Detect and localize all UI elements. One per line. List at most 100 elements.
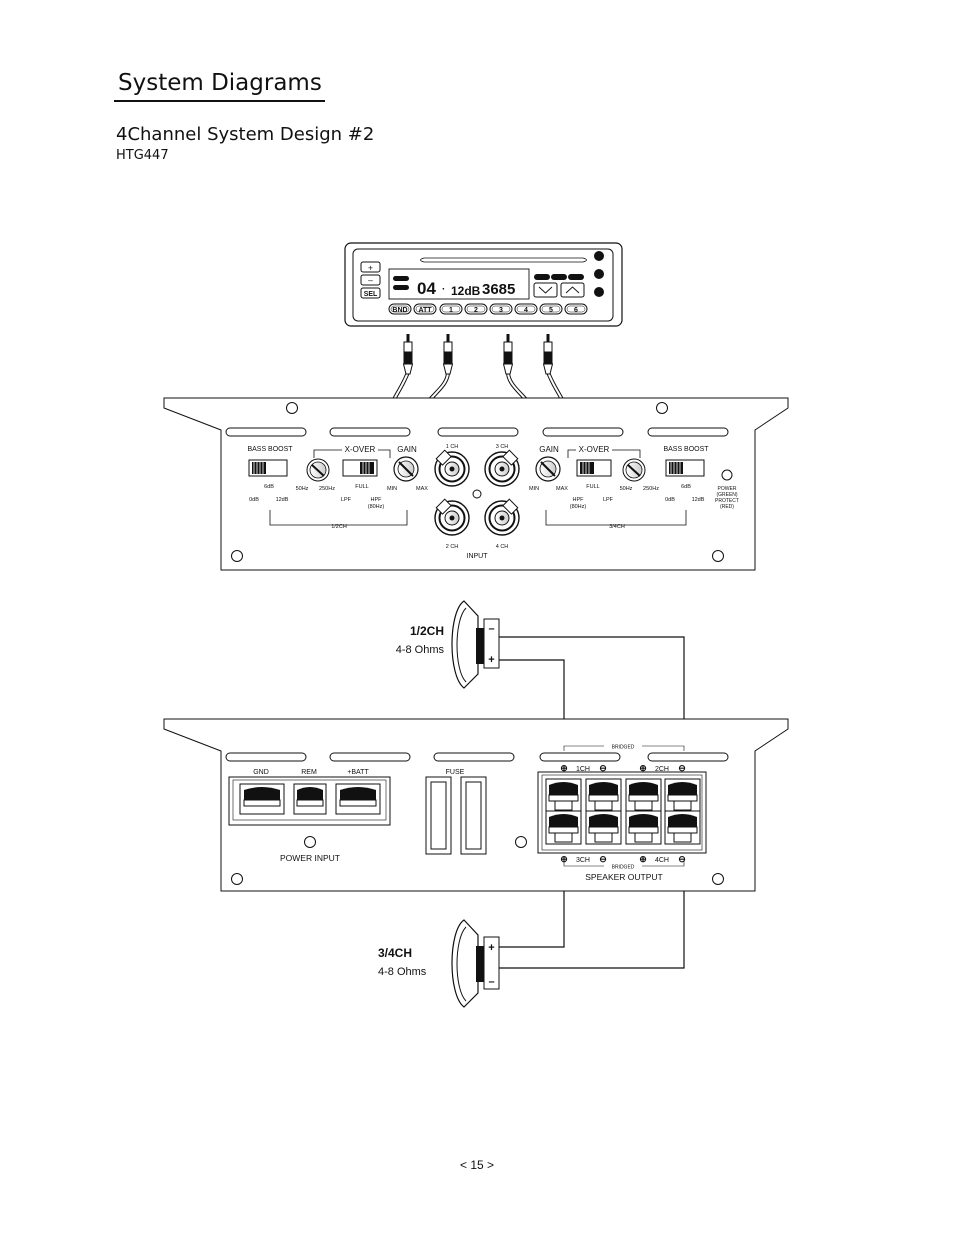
svg-text:⊕: ⊕ [560, 763, 568, 773]
svg-text:3: 3 [499, 307, 503, 314]
preset-button-att[interactable]: ATT [413, 303, 437, 315]
gain-label: GAIN [397, 445, 417, 454]
svg-text:2 CH: 2 CH [446, 544, 459, 550]
speaker-terminal[interactable] [664, 778, 701, 813]
svg-text:⊕: ⊕ [560, 854, 568, 864]
knob-dot [594, 287, 604, 297]
svg-text:6dB: 6dB [264, 484, 274, 490]
model-number: HTG447 [116, 148, 169, 163]
svg-text:6dB: 6dB [681, 484, 691, 490]
input-jack-ch3[interactable] [484, 449, 520, 487]
svg-text:(GREEN): (GREEN) [716, 492, 737, 498]
speaker-terminal[interactable] [585, 810, 622, 845]
diagram-subtitle: 4Channel System Design #2 [116, 124, 375, 145]
gain-label: GAIN [539, 445, 559, 454]
svg-text:250Hz: 250Hz [643, 486, 659, 492]
svg-text:3 CH: 3 CH [496, 444, 509, 450]
sel-button[interactable]: SEL [360, 287, 381, 299]
speaker-terminal[interactable] [585, 778, 622, 813]
svg-text:12dB: 12dB [276, 497, 289, 503]
seek-up-button[interactable] [560, 282, 585, 298]
plus-button[interactable]: + [360, 261, 381, 273]
speaker-terminal[interactable] [664, 810, 701, 845]
svg-text:50Hz: 50Hz [620, 486, 633, 492]
preset-button-bnd[interactable]: BND [388, 303, 412, 315]
bracket-label-12ch: 1/2CH [331, 524, 347, 530]
input-jack-ch1[interactable] [434, 449, 470, 487]
svg-text:(80Hz): (80Hz) [368, 504, 385, 510]
preset-button-5[interactable]: 5 [539, 303, 563, 315]
speaker-terminal[interactable] [545, 778, 582, 813]
svg-text:+: + [368, 263, 373, 273]
svg-text:⊖: ⊖ [599, 854, 607, 864]
speaker-terminal[interactable] [545, 810, 582, 845]
svg-text:0dB: 0dB [665, 497, 675, 503]
bass-boost-label: BASS BOOST [663, 446, 709, 453]
svg-text:⊕: ⊕ [639, 854, 647, 864]
svg-text:HPF: HPF [371, 497, 383, 503]
amplifier-control-panel: BASS BOOST 6dB 0dB 12dB X-OVER 50Hz 250H… [163, 397, 789, 571]
svg-text:SEL: SEL [364, 291, 378, 298]
minus-button[interactable]: – [360, 274, 381, 286]
input-jack-ch4[interactable] [484, 498, 520, 536]
gain-knob-left[interactable] [393, 456, 419, 482]
speaker-terminal[interactable] [625, 810, 662, 845]
svg-text:⊖: ⊖ [599, 763, 607, 773]
minus-terminal: – [488, 976, 494, 988]
minus-terminal: – [488, 623, 494, 635]
chevron-down-icon [538, 286, 553, 294]
preset-button-4[interactable]: 4 [514, 303, 538, 315]
gnd-terminal[interactable] [239, 783, 285, 815]
svg-text:POWER: POWER [718, 486, 737, 492]
gain-knob-right[interactable] [535, 456, 561, 482]
xover-mode-switch-right[interactable] [576, 459, 612, 477]
batt-terminal[interactable] [335, 783, 381, 815]
fuse-1[interactable] [425, 776, 452, 855]
svg-text:3CH: 3CH [576, 857, 590, 864]
xover-frequency-knob-left[interactable] [306, 458, 330, 482]
speaker-channel-label: 1/2CH [410, 624, 444, 638]
svg-text:FULL: FULL [355, 484, 368, 490]
seek-down-button[interactable] [533, 282, 558, 298]
bass-boost-switch-left[interactable] [248, 459, 288, 477]
svg-text:MAX: MAX [416, 486, 428, 492]
speaker-terminal[interactable] [625, 778, 662, 813]
svg-text:BND: BND [392, 307, 407, 314]
svg-text:GND: GND [253, 769, 269, 776]
preset-button-3[interactable]: 3 [489, 303, 513, 315]
plus-terminal: + [488, 942, 494, 954]
svg-text:+BATT: +BATT [347, 769, 369, 776]
fuse-2[interactable] [460, 776, 487, 855]
preset-button-6[interactable]: 6 [564, 303, 588, 315]
svg-text:·: · [442, 284, 445, 295]
input-jack-ch2[interactable] [434, 498, 470, 536]
bass-boost-switch-right[interactable] [665, 459, 705, 477]
title-underline [114, 100, 325, 102]
svg-text:PROTECT: PROTECT [715, 498, 739, 504]
speaker-output-terminals [545, 778, 701, 845]
knob-dot [594, 251, 604, 261]
display-track: 04 [417, 279, 436, 298]
preset-button-1[interactable]: 1 [439, 303, 463, 315]
xover-frequency-knob-right[interactable] [622, 458, 646, 482]
rem-terminal[interactable] [293, 783, 327, 815]
page-title: System Diagrams [118, 70, 322, 96]
fuse-label: FUSE [446, 769, 465, 776]
display-frequency: 3685 [482, 281, 515, 298]
svg-text:12dB: 12dB [692, 497, 705, 503]
svg-text:MAX: MAX [556, 486, 568, 492]
svg-text:50Hz: 50Hz [296, 486, 309, 492]
plus-terminal: + [488, 654, 494, 666]
chevron-up-icon [565, 286, 580, 294]
cd-slot [420, 257, 587, 263]
svg-text:0dB: 0dB [249, 497, 259, 503]
xover-mode-switch-left[interactable] [342, 459, 378, 477]
bridged-label-bottom: BRIDGED [612, 865, 635, 871]
speaker-output-label: SPEAKER OUTPUT [585, 872, 662, 882]
page-number: < 15 > [459, 1158, 495, 1172]
svg-text:1 CH: 1 CH [446, 444, 459, 450]
svg-text:ATT: ATT [418, 307, 432, 314]
preset-button-2[interactable]: 2 [464, 303, 488, 315]
svg-text:5: 5 [549, 307, 553, 314]
